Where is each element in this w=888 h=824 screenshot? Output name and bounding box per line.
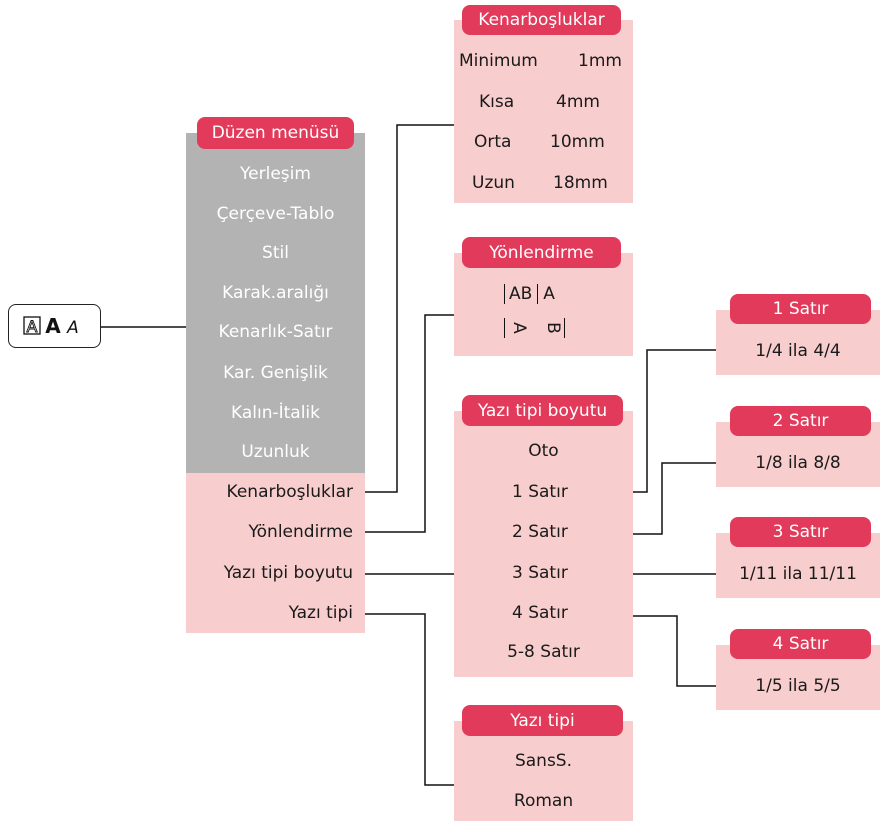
font-size-4-satir[interactable]: 4 Satır [512,603,568,623]
font-panel [454,721,633,821]
margin-value-uzun: 18mm [553,173,608,193]
font-size-1-satir[interactable]: 1 Satır [512,482,568,502]
line1-range: 1/4 ila 4/4 [755,341,841,361]
line2-title: 2 Satır [730,406,871,436]
orientation-title: Yönlendirme [462,237,621,268]
font-roman[interactable]: Roman [513,791,574,811]
menu-item-yonlendirme[interactable]: Yönlendirme [248,522,353,542]
font-title: Yazı tipi [462,705,623,736]
margin-value-orta: 10mm [550,132,605,152]
font-size-2-satir[interactable]: 2 Satır [512,522,568,542]
orientation-vertical-b: B [542,322,563,334]
line4-title: 4 Satır [730,629,871,659]
margins-panel [454,20,633,203]
font-sanss[interactable]: SansS. [514,751,573,771]
menu-item-uzunluk[interactable]: Uzunluk [241,442,310,462]
margin-label-orta[interactable]: Orta [474,132,512,152]
line2-range: 1/8 ila 8/8 [755,453,841,473]
menu-gray-panel [186,133,365,473]
line4-range: 1/5 ila 5/5 [755,676,841,696]
menu-item-kenarlik-satir[interactable]: Kenarlık-Satır [218,322,333,342]
orientation-panel [454,253,633,356]
menu-item-karak-araligi[interactable]: Karak.aralığı [222,283,329,303]
svg-text:A: A [45,314,61,338]
font-size-title: Yazı tipi boyutu [462,395,623,426]
line1-title: 1 Satır [730,294,871,324]
menu-item-yazi-tipi-boyutu[interactable]: Yazı tipi boyutu [223,563,353,583]
font-size-oto[interactable]: Oto [528,441,559,461]
font-size-5-8-satir[interactable]: 5-8 Satır [507,642,580,662]
layout-key-button[interactable]: A A A [8,304,101,348]
orientation-horizontal-text: AB [509,284,539,304]
menu-item-stil[interactable]: Stil [262,243,289,263]
margin-label-uzun[interactable]: Uzun [472,173,515,193]
line3-title: 3 Satır [730,517,871,547]
font-size-panel [454,411,633,677]
menu-item-yazi-tipi[interactable]: Yazı tipi [288,603,353,623]
menu-title: Düzen menüsü [197,117,354,149]
menu-item-yerlesim[interactable]: Yerleşim [240,164,311,184]
margin-value-kisa: 4mm [556,92,600,112]
menu-item-cerceve-tablo[interactable]: Çerçeve-Tablo [216,204,335,224]
svg-text:A: A [66,318,79,338]
font-size-3-satir[interactable]: 3 Satır [512,563,568,583]
line3-range: 1/11 ila 11/11 [739,564,857,584]
margin-label-minimum[interactable]: Minimum [459,51,538,71]
orientation-vertical-a: A [508,322,529,334]
menu-item-kenarbosluklar[interactable]: Kenarboşluklar [226,482,353,502]
orientation-horizontal-text-b: A [543,284,555,304]
margins-title: Kenarboşluklar [462,5,621,35]
font-style-icon: A A A [22,314,79,338]
menu-item-kar-genislik[interactable]: Kar. Genişlik [223,363,328,383]
margin-value-minimum: 1mm [578,51,622,71]
svg-text:A: A [26,317,37,336]
menu-pink-panel [186,473,365,633]
margin-label-kisa[interactable]: Kısa [479,92,515,112]
menu-item-kalin-italik[interactable]: Kalın-İtalik [230,403,320,423]
